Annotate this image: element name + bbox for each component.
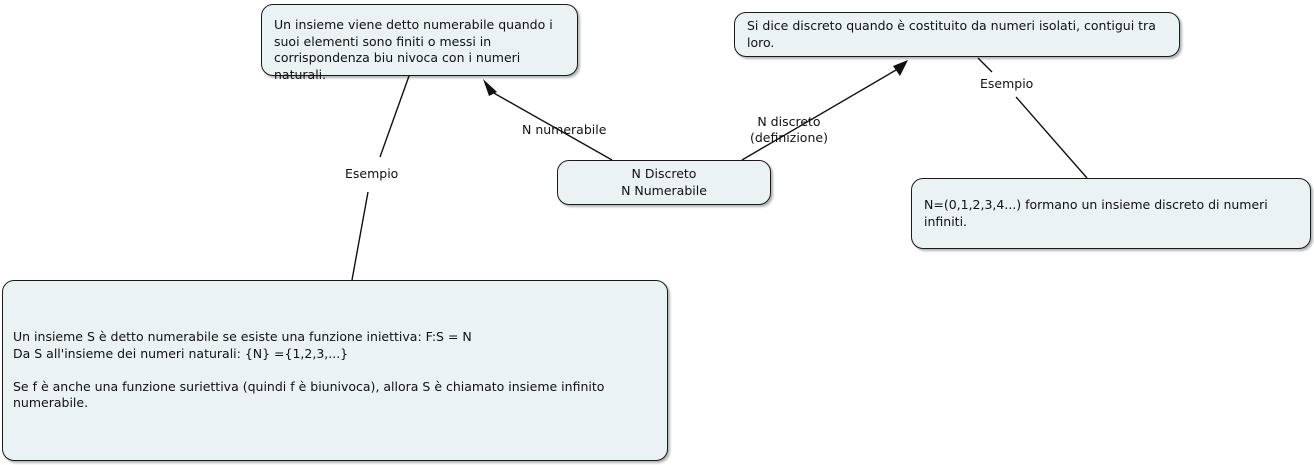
node-definizione-numerabile[interactable]: Un insieme viene detto numerabile quando… (261, 4, 578, 82)
edge-label-esempio-right: Esempio (980, 76, 1034, 91)
edge-label-esempio-left: Esempio (345, 166, 399, 181)
node-text: Si dice discreto quando è costituito da … (747, 18, 1156, 50)
node-n-discreto-n-numerabile[interactable]: N Discreto N Numerabile (557, 160, 771, 205)
node-definizione-discreto[interactable]: Si dice discreto quando è costituito da … (734, 12, 1180, 57)
node-esempio-numerabile[interactable]: Un insieme S è detto numerabile se esist… (2, 280, 668, 461)
node-text: Un insieme viene detto numerabile quando… (274, 17, 553, 82)
node-text: N=(0,1,2,3,4...) formano un insieme disc… (924, 197, 1268, 229)
edge-label-n-discreto: N discreto (definizione) (750, 114, 828, 146)
node-text: Un insieme S è detto numerabile se esist… (13, 329, 605, 411)
edge-n-numerabile (483, 79, 613, 161)
node-esempio-discreto[interactable]: N=(0,1,2,3,4...) formano un insieme disc… (911, 178, 1311, 249)
edge-label-n-numerabile: N numerabile (522, 122, 607, 137)
node-text: N Discreto N Numerabile (621, 166, 707, 198)
